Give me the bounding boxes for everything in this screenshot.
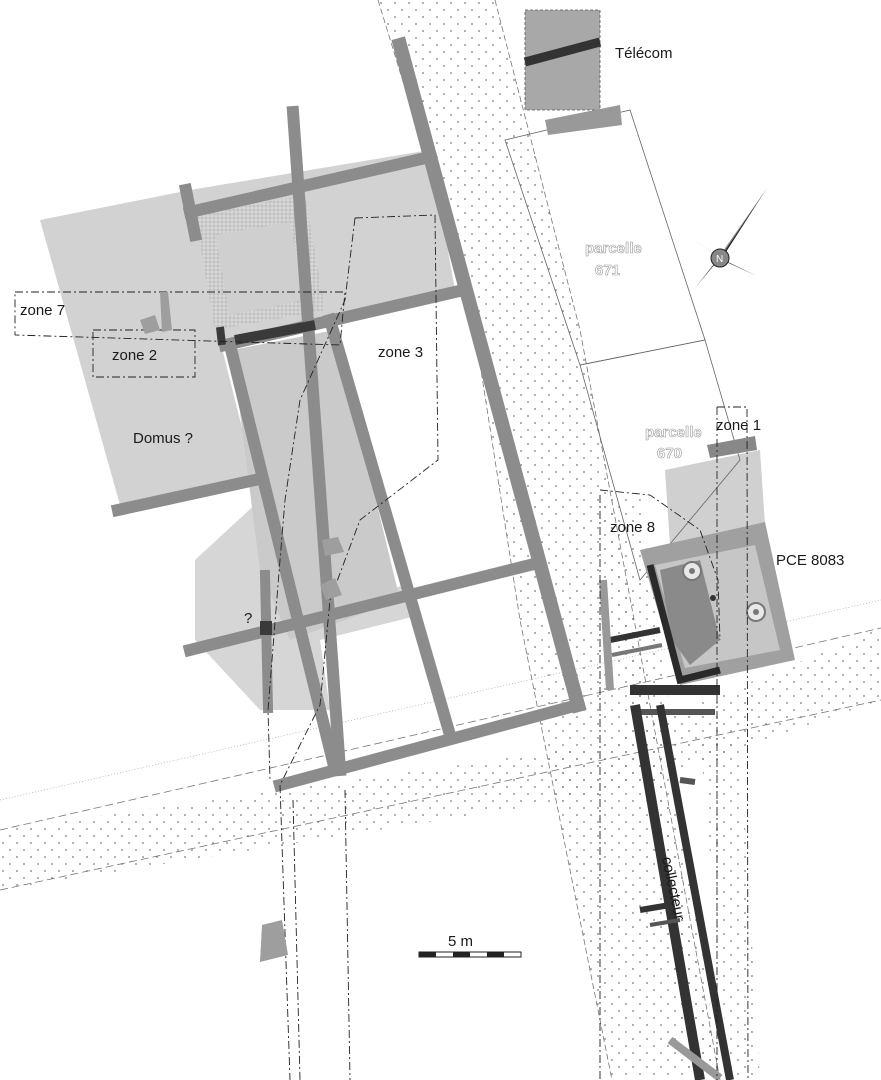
hatched-basin xyxy=(195,195,325,330)
collecteur-sewer xyxy=(599,579,734,1080)
compass-rose-icon: N xyxy=(688,188,767,288)
telecom-structure xyxy=(523,9,622,135)
stone-fragments xyxy=(140,292,344,962)
label-zone-3: zone 3 xyxy=(378,344,423,361)
label-scale: 5 m xyxy=(448,933,473,950)
label-parcelle-671-number: 671 xyxy=(595,262,620,279)
label-question-mark: ? xyxy=(244,610,252,627)
label-pce-8083: PCE 8083 xyxy=(776,552,844,569)
svg-text:N: N xyxy=(716,254,723,265)
label-parcelle-670-number: 670 xyxy=(657,445,682,462)
label-parcelle-670: parcelle xyxy=(645,424,702,441)
walls xyxy=(110,36,587,793)
street-band-horizontal xyxy=(0,599,881,891)
label-domus: Domus ? xyxy=(133,430,193,447)
parcelle-670-area xyxy=(665,450,765,545)
pce-8083-structure xyxy=(609,436,795,685)
label-parcelle-671: parcelle xyxy=(585,240,642,257)
label-zone-2: zone 2 xyxy=(112,347,157,364)
label-zone-7: zone 7 xyxy=(20,302,65,319)
label-zone-1: zone 1 xyxy=(716,417,761,434)
street-band-right xyxy=(600,495,760,1080)
scale-bar xyxy=(418,951,522,958)
label-telecom: Télécom xyxy=(615,45,673,62)
label-zone-8: zone 8 xyxy=(610,519,655,536)
dark-wall-segments xyxy=(216,320,316,635)
